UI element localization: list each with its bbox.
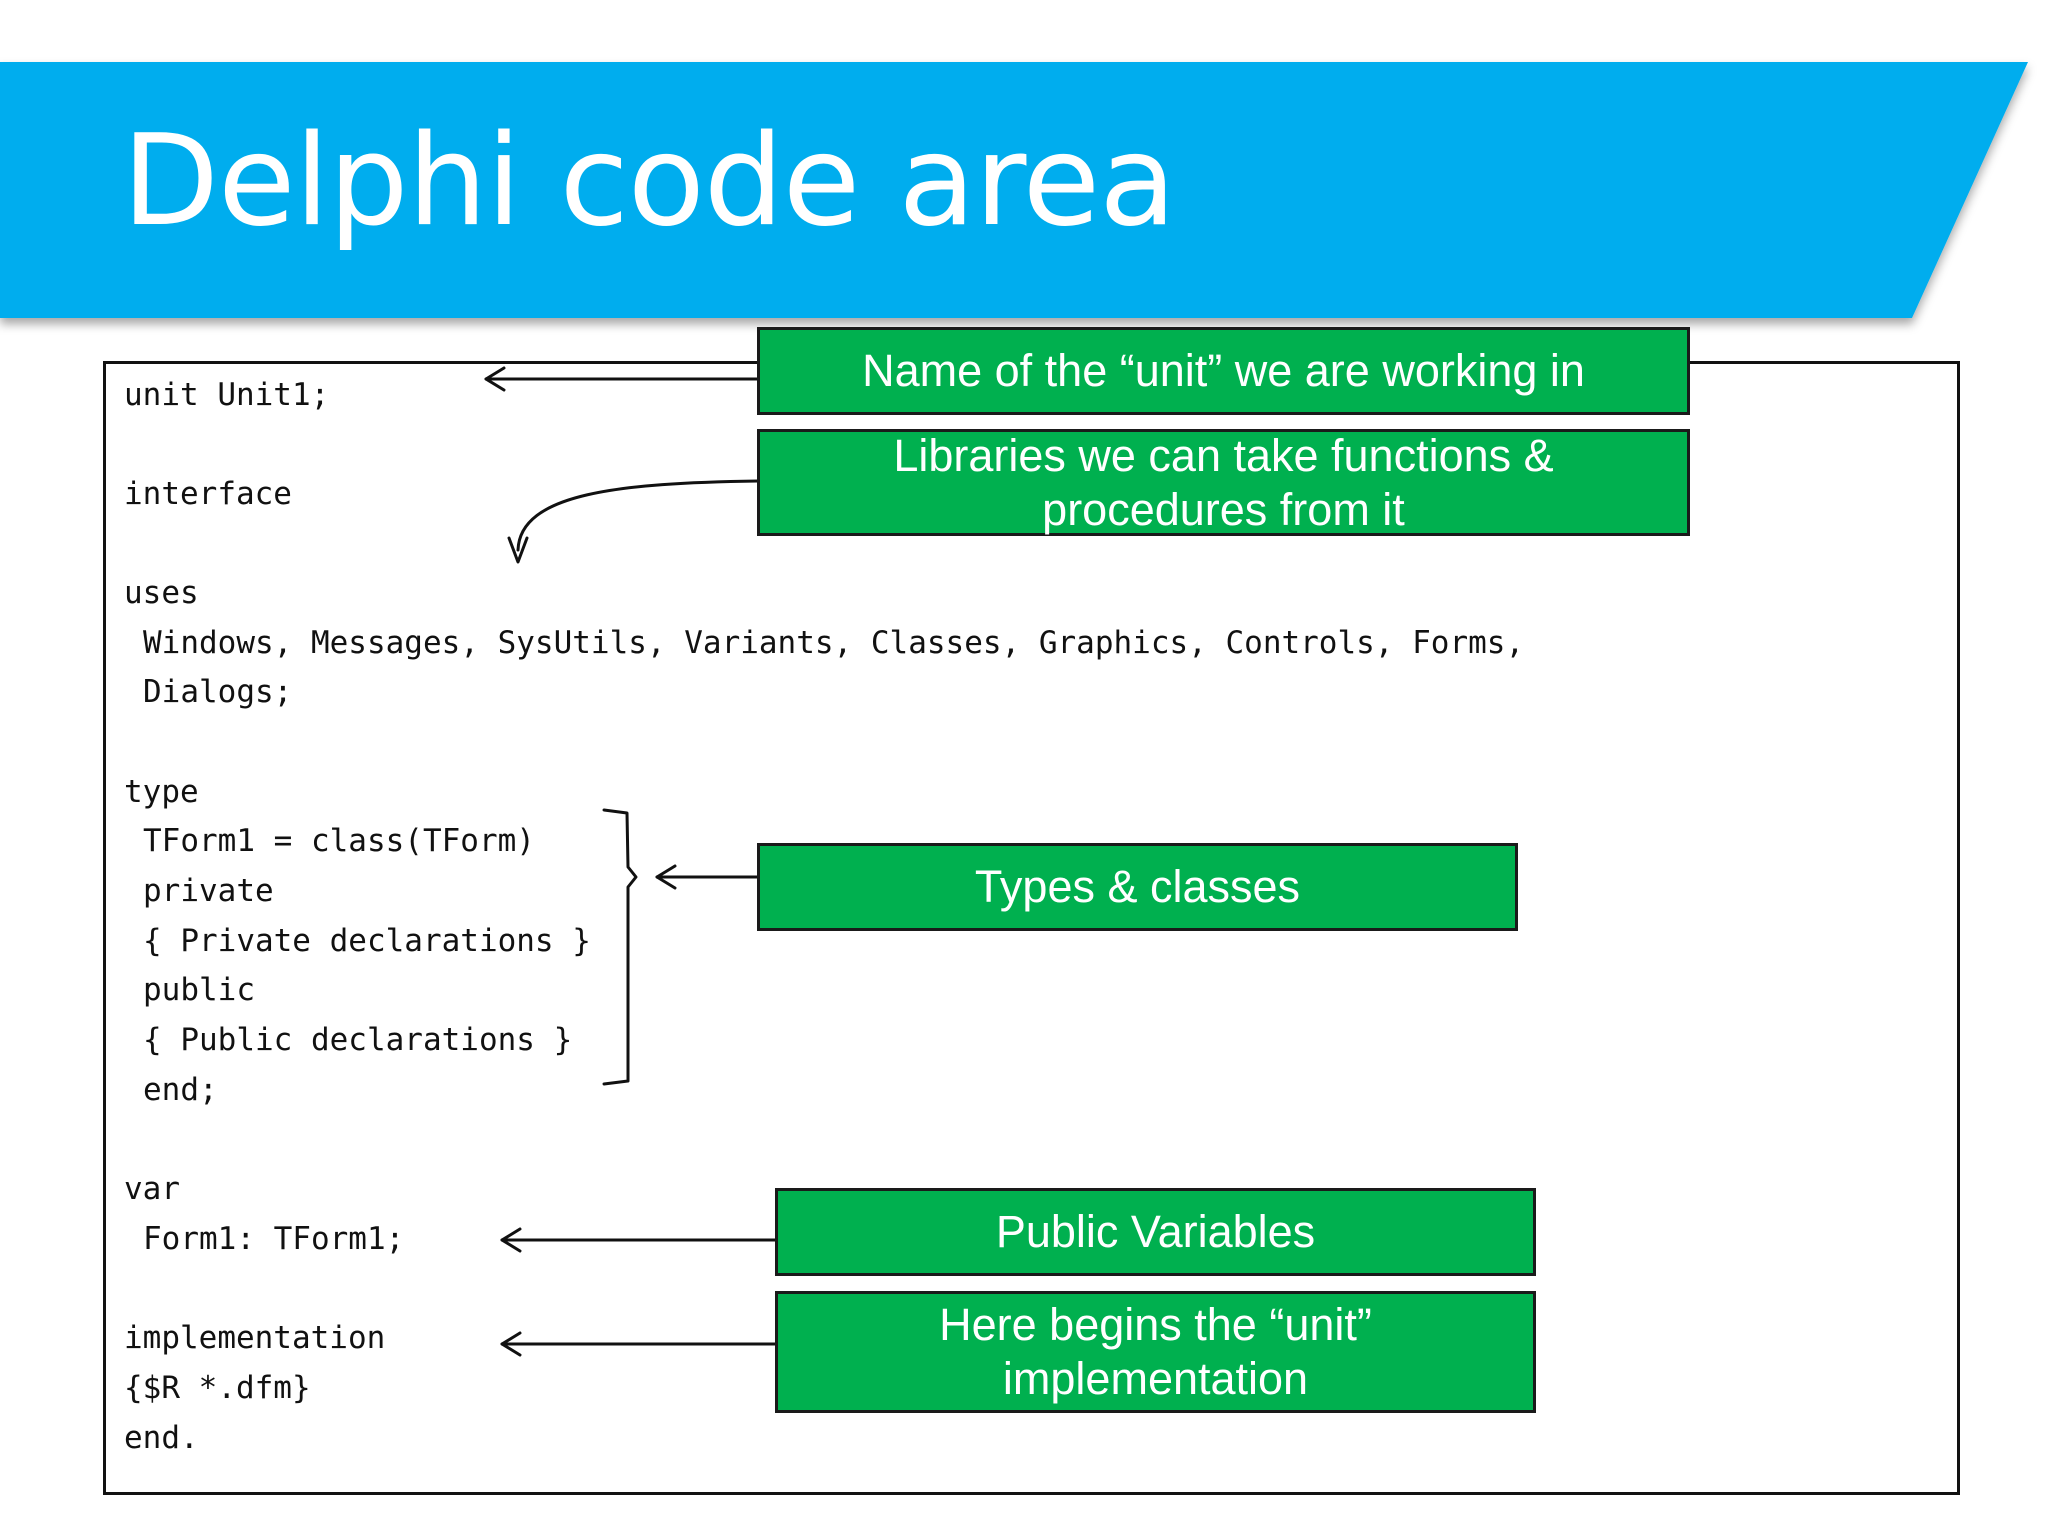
code-line-class-decl: TForm1 = class(TForm)	[143, 823, 535, 859]
callout-libraries-line-1: Libraries we can take functions &	[893, 429, 1554, 481]
code-line-uses-list-end: Dialogs;	[143, 674, 293, 710]
callout-types-text: Types & classes	[974, 861, 1301, 912]
callout-libraries-line-2: procedures from it	[1042, 483, 1405, 535]
code-line-class-end: end;	[143, 1072, 218, 1108]
code-line-interface: interface	[124, 476, 292, 512]
title-banner	[0, 62, 2028, 318]
code-line-public: public	[143, 972, 255, 1008]
code-line-private: private	[143, 873, 274, 909]
callout-implementation: Here begins the “unit” implementation	[775, 1291, 1536, 1413]
callout-implementation-line-2: implementation	[1002, 1353, 1309, 1404]
code-line-private-comment: { Private declarations }	[143, 923, 591, 959]
callout-public-variables-text: Public Variables	[995, 1206, 1316, 1257]
code-line-unit: unit Unit1;	[124, 377, 330, 413]
callout-types: Types & classes	[757, 843, 1518, 931]
slide-title: Delphi code area	[122, 107, 1176, 254]
code-line-uses-list: Windows, Messages, SysUtils, Variants, C…	[143, 625, 1525, 661]
callout-public-variables: Public Variables	[775, 1188, 1536, 1276]
code-line-form-var: Form1: TForm1;	[143, 1221, 405, 1257]
callout-implementation-line-1: Here begins the “unit”	[939, 1299, 1372, 1350]
code-line-public-comment: { Public declarations }	[143, 1022, 573, 1058]
code-line-uses: uses	[124, 575, 199, 611]
code-line-var: var	[124, 1171, 180, 1207]
callout-libraries: Libraries we can take functions & proced…	[757, 429, 1690, 536]
code-line-type: type	[124, 774, 199, 810]
code-line-implementation: implementation	[124, 1320, 386, 1356]
callout-unit-name-text: Name of the “unit” we are working in	[862, 345, 1585, 396]
code-line-end: end.	[124, 1420, 199, 1456]
code-line-resource: {$R *.dfm}	[124, 1370, 311, 1406]
callout-unit-name: Name of the “unit” we are working in	[757, 327, 1690, 415]
